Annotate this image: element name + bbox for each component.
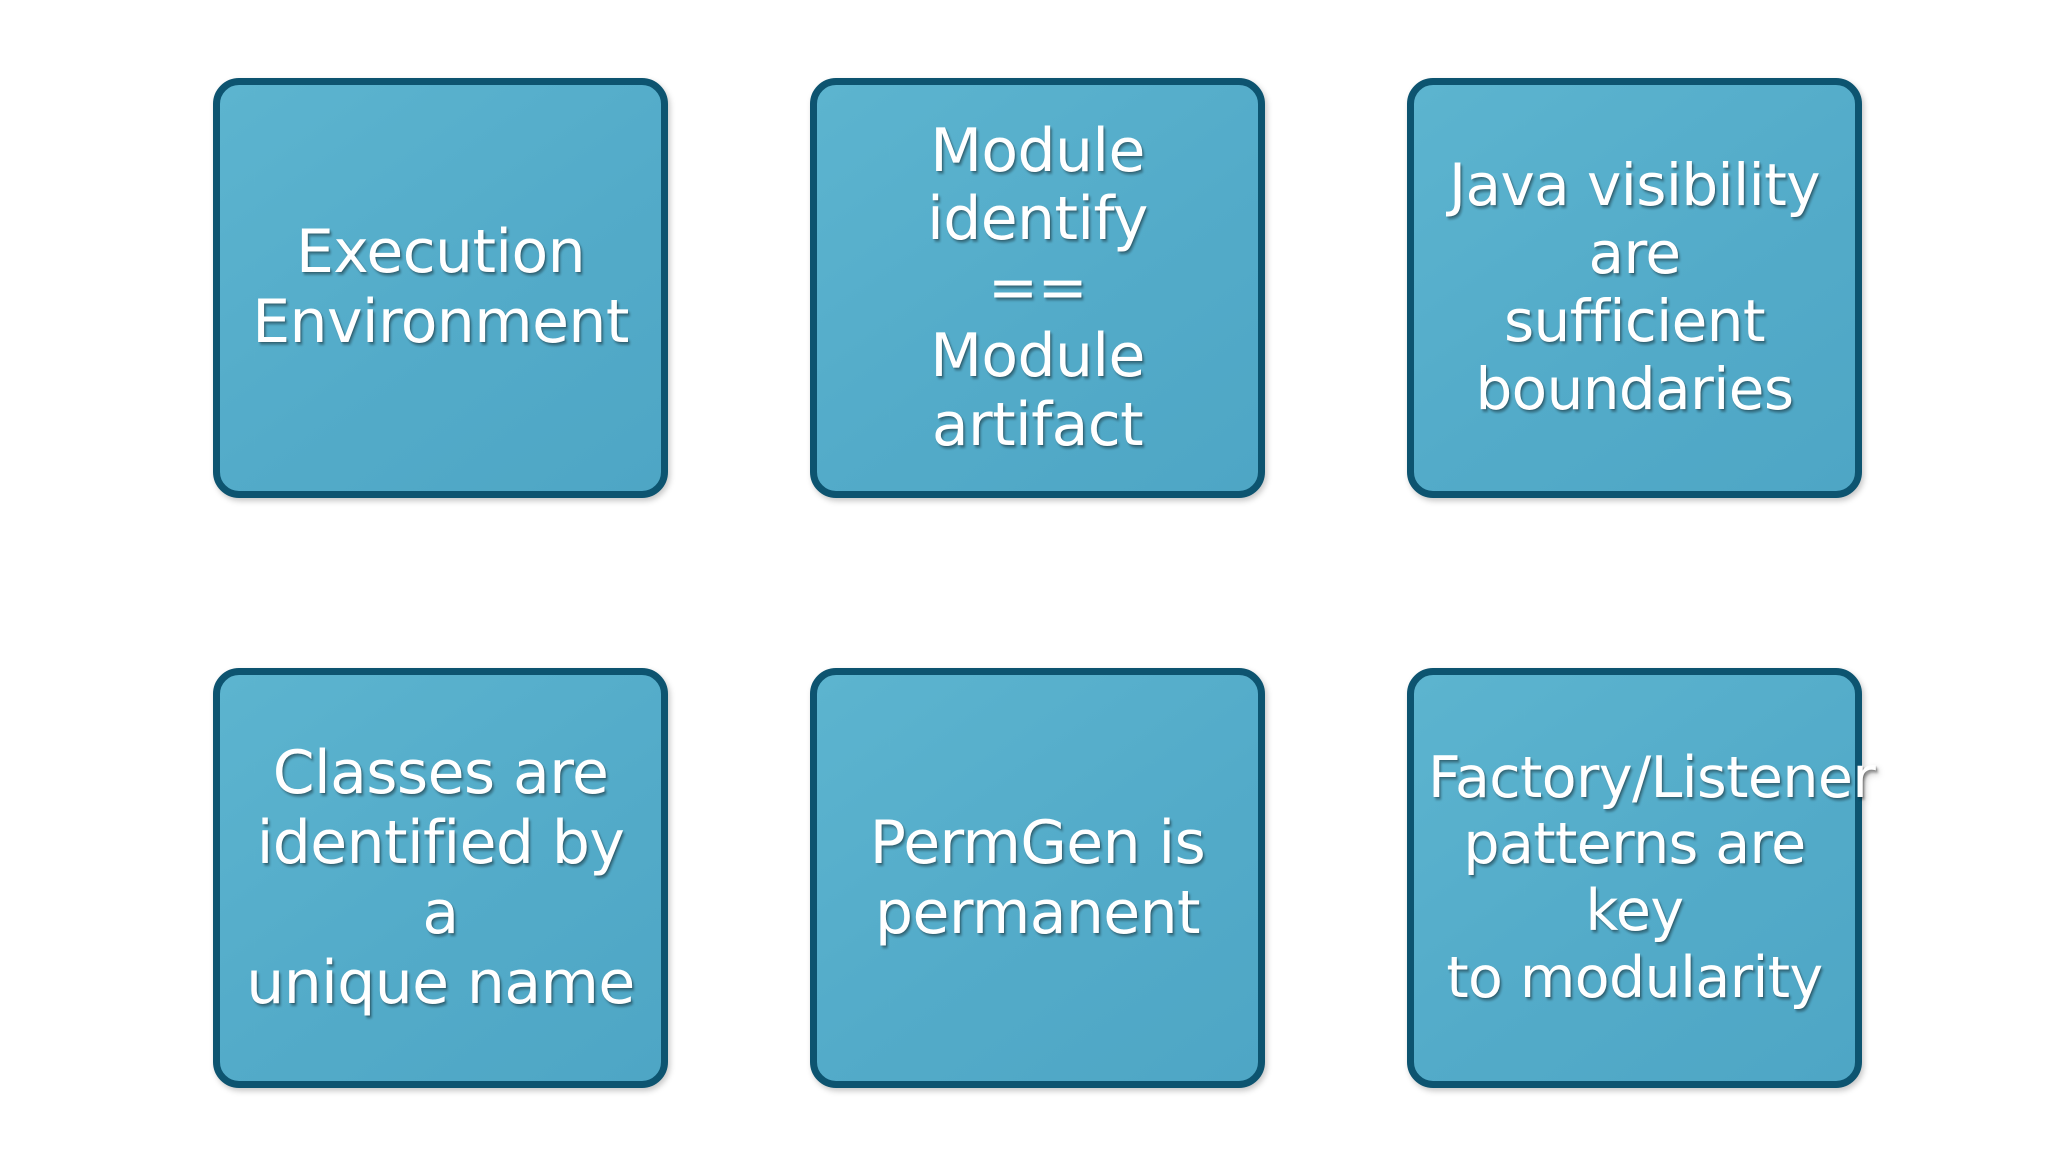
card-label: Execution Environment <box>252 217 629 357</box>
card-java-visibility-boundaries[interactable]: Java visibility are sufficient boundarie… <box>1407 78 1862 498</box>
card-factory-listener-modularity[interactable]: Factory/Listener patterns are key to mod… <box>1407 668 1876 1088</box>
card-grid: Execution Environment Module identify ==… <box>213 78 1876 1088</box>
card-label: Classes are identified by a unique name <box>246 737 635 1019</box>
card-module-identify-equals-module-artifact[interactable]: Module identify == Module artifact <box>810 78 1265 498</box>
card-permgen-is-permanent[interactable]: PermGen is permanent <box>810 668 1265 1088</box>
card-label: Module identify == Module artifact <box>927 116 1148 460</box>
card-label: Java visibility are sufficient boundarie… <box>1449 151 1821 423</box>
card-label: PermGen is permanent <box>869 807 1206 948</box>
card-label: Factory/Listener patterns are key to mod… <box>1428 744 1876 1011</box>
card-execution-environment[interactable]: Execution Environment <box>213 78 668 498</box>
card-classes-unique-name[interactable]: Classes are identified by a unique name <box>213 668 668 1088</box>
